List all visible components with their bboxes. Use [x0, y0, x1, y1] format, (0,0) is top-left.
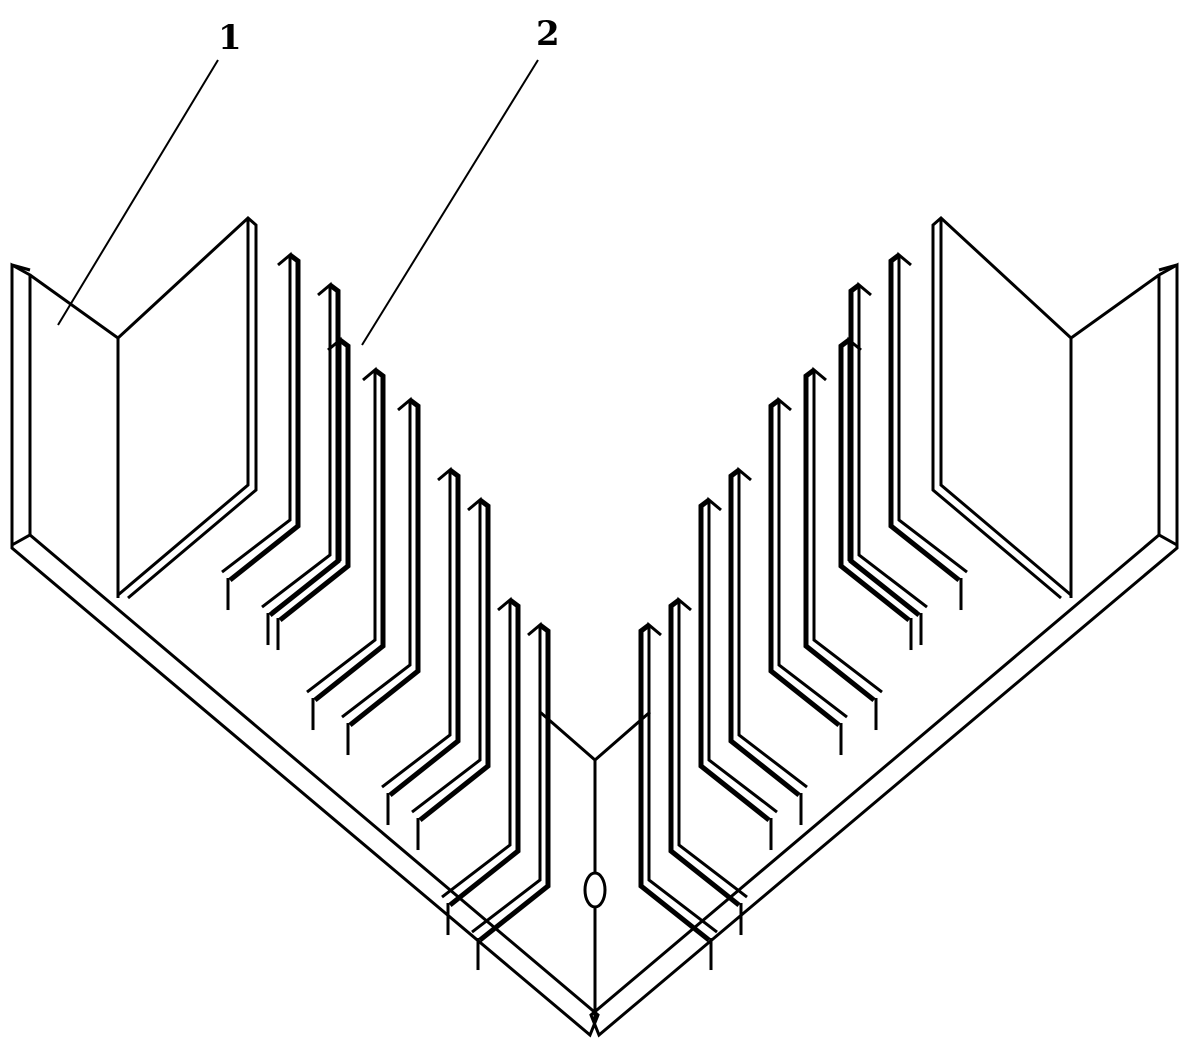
- cooling-fin-right-2: [847, 336, 918, 614]
- end-fin-left-0: [10, 262, 32, 545]
- cooling-fin-right-thick-3: [803, 368, 876, 702]
- leader-line-part-1: [57, 59, 219, 326]
- cooling-fin-left-thick-8: [478, 623, 551, 942]
- cooling-fin-right-8: [647, 621, 718, 934]
- cooling-fin-right-5: [737, 466, 808, 789]
- cooling-fin-right-1: [857, 281, 928, 609]
- cooling-fin-left-7: [441, 596, 512, 899]
- cooling-fin-left-thick-1: [268, 283, 341, 617]
- cooling-fin-right-thick-7: [668, 598, 741, 907]
- cooling-fin-left-3: [306, 366, 377, 694]
- center-v-fin: [539, 710, 651, 762]
- label-part-1: 1: [218, 18, 242, 58]
- cooling-fin-right-thick-2: [838, 338, 911, 622]
- cooling-fin-left-thick-4: [348, 398, 421, 727]
- end-fin-right-2: [931, 215, 1073, 600]
- cooling-fin-left-5: [381, 466, 452, 789]
- cooling-fin-left-thick-5: [388, 468, 461, 797]
- leader-line-part-2: [361, 59, 539, 346]
- end-fin-right-0: [1157, 262, 1179, 545]
- cooling-fin-right-thick-1: [848, 283, 921, 617]
- base-plate-right: [589, 533, 1179, 1038]
- cooling-fin-left-thick-3: [313, 368, 386, 702]
- cooling-fin-left-4: [341, 396, 412, 719]
- cooling-fin-right-thick-8: [638, 623, 711, 942]
- cooling-fin-left-thick-2: [278, 338, 351, 622]
- cooling-fin-right-thick-4: [768, 398, 841, 727]
- end-fin-left-2: [116, 215, 258, 600]
- cooling-fin-left-thick-7: [448, 598, 521, 907]
- cooling-fin-left-6: [411, 496, 482, 814]
- cooling-fin-right-thick-5: [728, 468, 801, 797]
- center-sensor-icon: [583, 871, 607, 909]
- cooling-fin-left-8: [471, 621, 542, 934]
- cooling-fin-right-thick-6: [698, 498, 771, 822]
- end-fin-left-cap: [11, 263, 31, 272]
- cooling-fin-left-2: [271, 336, 342, 614]
- label-part-2: 2: [536, 14, 560, 54]
- end-fin-left-1: [29, 273, 120, 598]
- cooling-fin-left-thick-6: [418, 498, 491, 822]
- end-fin-right-1: [1069, 273, 1160, 598]
- cooling-fin-left-0: [221, 251, 292, 574]
- end-fin-right-3: [939, 218, 1072, 597]
- cooling-fin-right-7: [677, 596, 748, 899]
- cooling-fin-right-4: [777, 396, 848, 719]
- end-fin-left-3: [117, 218, 250, 597]
- cooling-fin-right-thick-0: [888, 253, 961, 582]
- cooling-fin-left-1: [261, 281, 332, 609]
- cooling-fin-right-3: [812, 366, 883, 694]
- cooling-fin-right-6: [707, 496, 778, 814]
- cooling-fin-right-0: [897, 251, 968, 574]
- cooling-fin-left-thick-0: [228, 253, 301, 582]
- end-fin-right-cap: [1158, 263, 1178, 272]
